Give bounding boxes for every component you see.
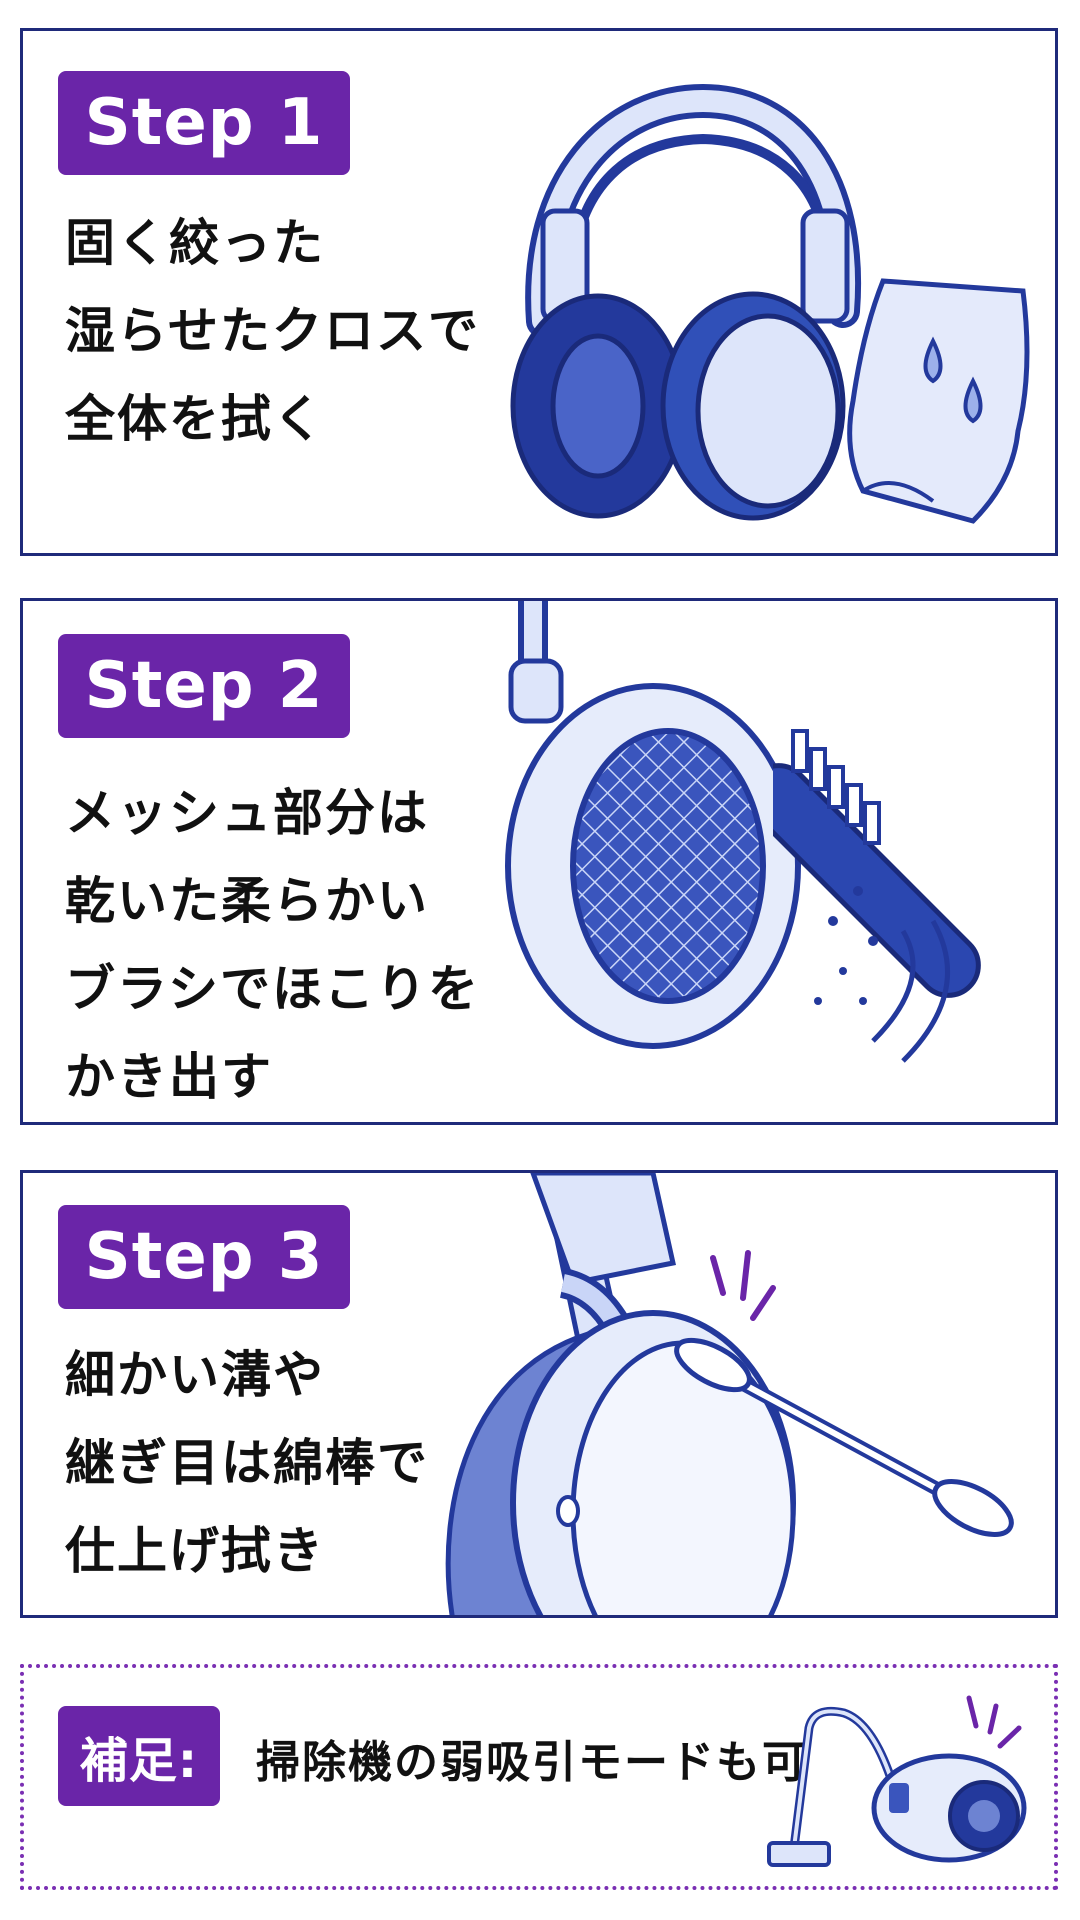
step-3-line-1: 細かい溝や <box>65 1346 325 1404</box>
note-text: 掃除機の弱吸引モードも可 <box>256 1737 808 1788</box>
step-3-panel: Step 3 細かい溝や 継ぎ目は綿棒で 仕上げ拭き <box>20 1170 1058 1618</box>
headphones-icon <box>510 83 862 521</box>
note-panel: 補足: 掃除機の弱吸引モードも可 <box>20 1664 1058 1890</box>
brush-icon <box>773 729 981 1063</box>
step-2-line-3: ブラシでほこりを <box>65 960 480 1018</box>
step-1-line-1: 固く絞った <box>65 214 325 272</box>
step-3-text: 細かい溝や 継ぎ目は綿棒で 仕上げ拭き <box>65 1331 429 1595</box>
step-2-line-4: かき出す <box>65 1048 273 1106</box>
damp-cloth-icon <box>847 278 1030 524</box>
step-2-panel: Step 2 メッシュ部分は 乾いた柔らかい ブラシでほこりを かき出す <box>20 598 1058 1125</box>
step-1-panel: Step 1 固く絞った 湿らせたクロスで 全体を拭く <box>20 28 1058 556</box>
step-1-text: 固く絞った 湿らせたクロスで 全体を拭く <box>65 199 480 463</box>
step-1-line-3: 全体を拭く <box>65 390 325 448</box>
step-3-badge: Step 3 <box>58 1205 350 1309</box>
step-2-badge: Step 2 <box>58 634 350 738</box>
step-1-line-2: 湿らせたクロスで <box>65 302 480 360</box>
step-3-line-3: 仕上げ拭き <box>65 1522 325 1580</box>
note-badge: 補足: <box>58 1706 220 1806</box>
step-3-line-2: 継ぎ目は綿棒で <box>65 1434 429 1492</box>
step-2-text: メッシュ部分は 乾いた柔らかい ブラシでほこりを かき出す <box>65 769 480 1121</box>
vacuum-cleaner-icon <box>767 1695 1027 1867</box>
earcup-mesh-icon <box>505 601 801 1049</box>
step-2-line-2: 乾いた柔らかい <box>65 872 429 930</box>
step-1-badge: Step 1 <box>58 71 350 175</box>
cotton-swab-icon <box>674 1250 1014 1537</box>
step-2-line-1: メッシュ部分は <box>65 784 429 842</box>
